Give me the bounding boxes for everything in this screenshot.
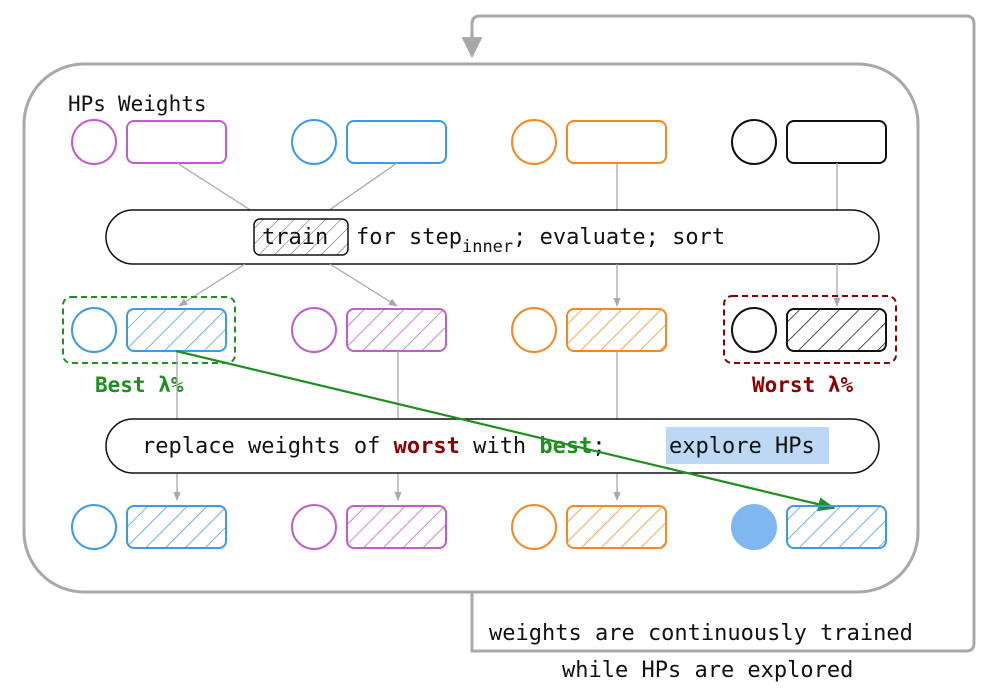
connector xyxy=(324,162,398,214)
weights-header: Weights xyxy=(118,92,207,116)
hp-circle-orange xyxy=(511,307,557,353)
connector xyxy=(176,162,256,214)
hp-circle-black xyxy=(731,119,777,165)
footer-line-1: weights are continuously trained xyxy=(489,621,913,646)
hp-circle-blue xyxy=(71,307,117,353)
trained-weights-orange xyxy=(566,505,667,549)
arrow xyxy=(178,263,246,307)
explore-highlight xyxy=(666,427,829,464)
worst-word: worst xyxy=(394,434,460,459)
replace-prefix: replace weights of xyxy=(142,434,394,459)
loop-arrow xyxy=(461,14,976,653)
explored-hp-circle xyxy=(731,504,777,550)
hp-circle-orange xyxy=(511,504,557,550)
footer-line-2: while HPs are explored xyxy=(562,658,853,683)
train-label: train xyxy=(262,225,328,250)
hp-circle-blue xyxy=(71,504,117,550)
worst-label: Worst λ% xyxy=(752,373,854,397)
hp-circle-purple xyxy=(291,504,337,550)
explore-hps-text: explore HPs xyxy=(669,434,815,459)
evaluate-sort-text: ; evaluate; sort xyxy=(513,225,725,250)
inner-subscript: inner xyxy=(462,237,513,257)
hp-circle-black xyxy=(731,307,777,353)
trained-weights-blue xyxy=(126,505,227,549)
trained-weights-black xyxy=(786,308,887,352)
with-word: with xyxy=(460,434,539,459)
best-label: Best λ% xyxy=(95,373,184,397)
hp-circle-blue xyxy=(291,119,337,165)
hp-circle-purple xyxy=(71,119,117,165)
trained-weights-purple xyxy=(346,308,447,352)
worst-highlight-box xyxy=(723,295,897,364)
trained-weights-purple xyxy=(346,505,447,549)
trained-weights-blue xyxy=(126,308,227,352)
trained-weights-orange xyxy=(566,308,667,352)
semicolon: ; xyxy=(592,434,605,459)
hp-circle-orange xyxy=(511,119,557,165)
train-hatched-box xyxy=(253,218,349,256)
copy-weights-arrow xyxy=(175,349,836,512)
arrow xyxy=(329,263,398,307)
hps-header: HPs xyxy=(68,92,106,116)
weights-box-purple xyxy=(126,120,227,164)
train-step-text: for stepinner; evaluate; sort xyxy=(356,225,725,257)
best-word: best xyxy=(539,434,592,459)
hp-circle-purple xyxy=(291,307,337,353)
best-highlight-box xyxy=(62,296,236,364)
copied-weights-blue xyxy=(786,505,887,549)
replace-step-text: replace weights of worst with best; xyxy=(142,434,606,459)
for-step-text: for step xyxy=(356,225,462,250)
